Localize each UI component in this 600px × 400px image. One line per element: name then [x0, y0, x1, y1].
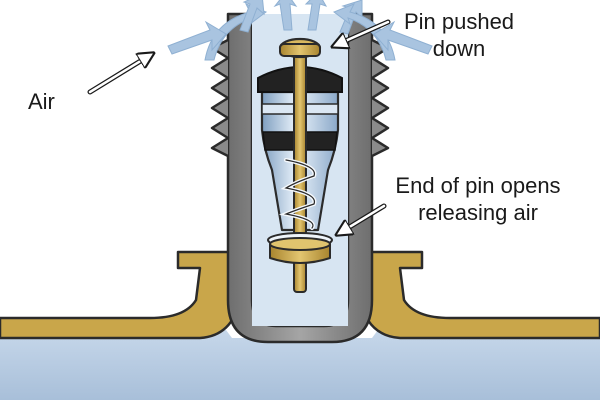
air-flow-arrows — [167, 0, 433, 61]
brass-flange-left — [0, 250, 242, 340]
spring-outline — [283, 159, 316, 229]
pin-pushed-label-line2: down — [432, 36, 486, 61]
brass-flange-right — [358, 250, 600, 340]
pin-pushed-label: Pin pushed down — [384, 8, 534, 62]
pin-end-label: End of pin opens releasing air — [380, 172, 576, 226]
pin-foot-top — [269, 237, 331, 251]
pin-pushed-label-line1: Pin pushed — [403, 9, 515, 34]
air-label: Air — [28, 89, 55, 114]
stem-threads-left — [210, 38, 230, 158]
pin-head-collar — [279, 43, 321, 57]
stem-threads-right — [370, 38, 390, 158]
tyre-interior — [0, 330, 600, 400]
pin-end-label-line2: releasing air — [418, 200, 538, 225]
pin-end-label-line1: End of pin opens — [395, 173, 561, 198]
